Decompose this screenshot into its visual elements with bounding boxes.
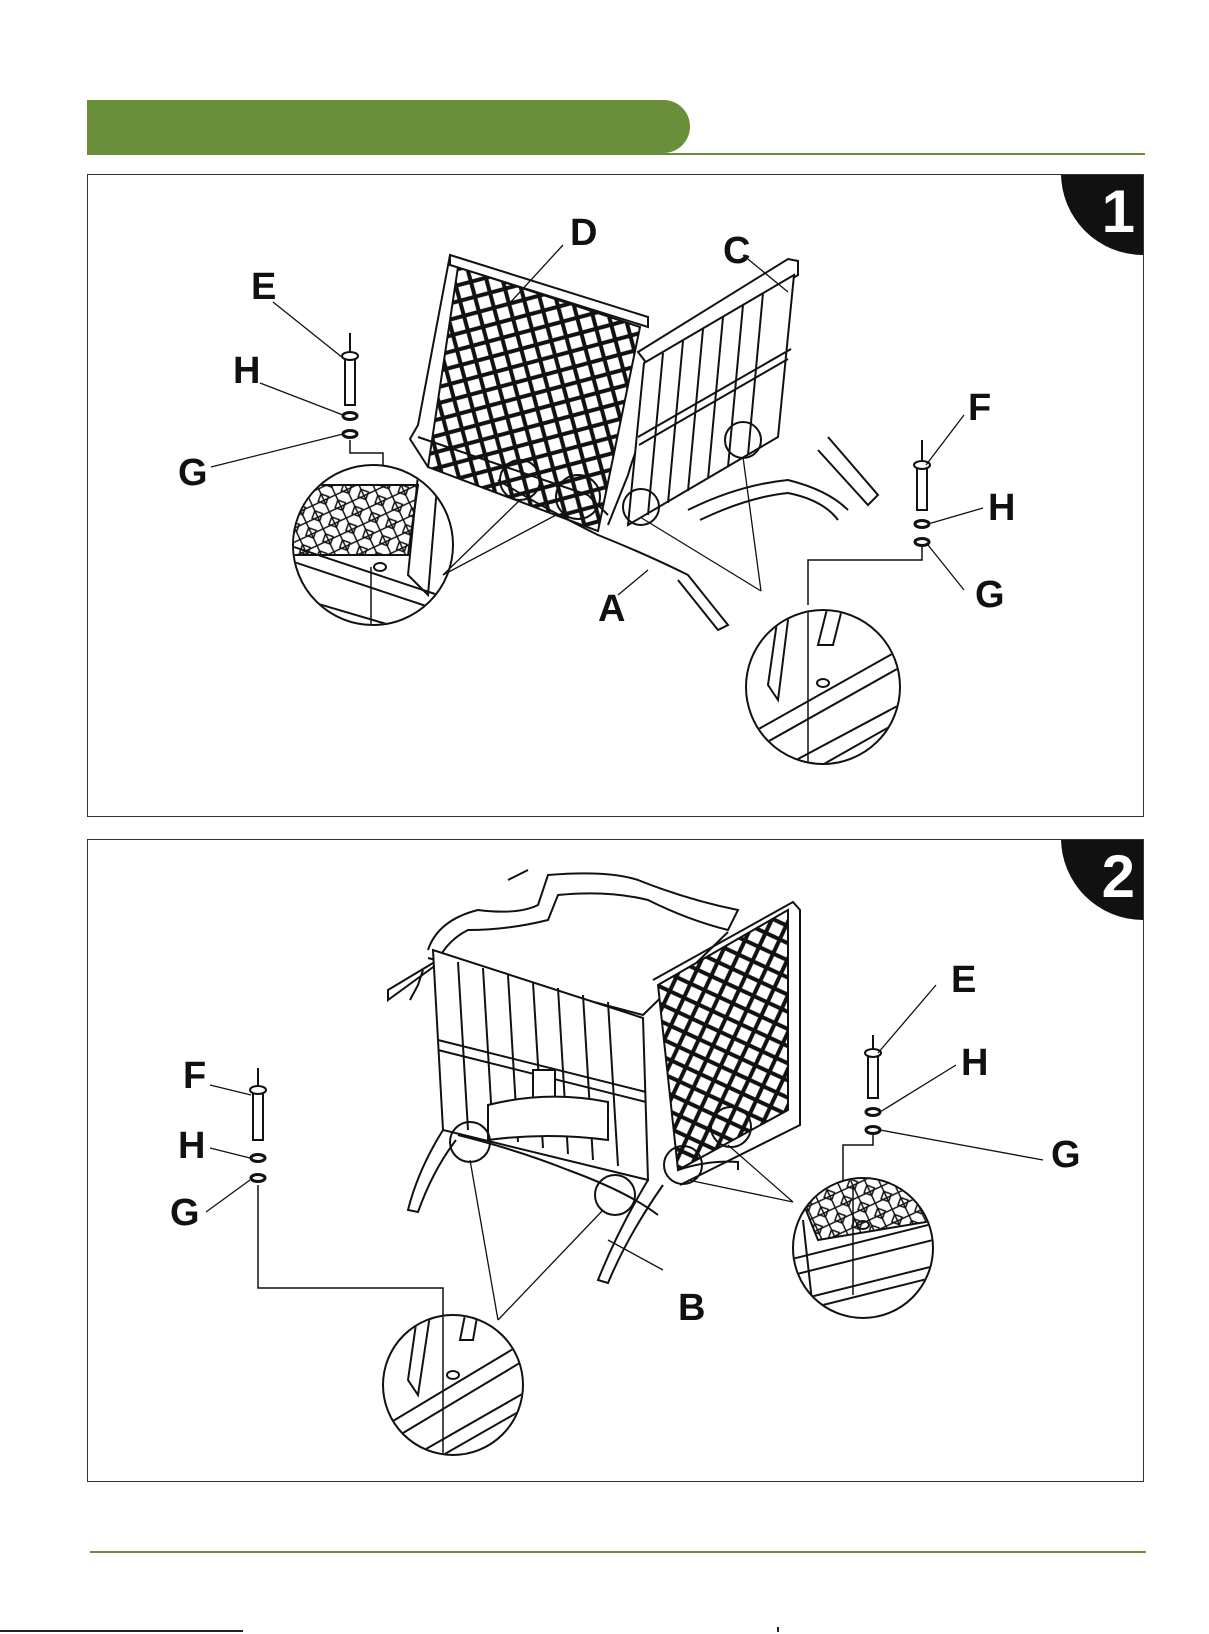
label-g-right: G: [975, 574, 1005, 616]
label-h-right: H: [988, 487, 1015, 529]
footer-rule: [90, 1551, 1146, 1553]
step-number: 1: [1102, 177, 1135, 246]
label-a: A: [598, 588, 625, 630]
step-1-panel: D C E H G F H G A 1: [87, 174, 1144, 817]
step-1-diagram: D C E H G F H G A: [88, 175, 1144, 817]
label-d: D: [570, 212, 597, 254]
label-h: H: [233, 350, 260, 392]
label-f: F: [968, 387, 991, 429]
label-b: B: [678, 1287, 705, 1329]
page-edge-line: [0, 1630, 243, 1632]
header-rule: [87, 153, 1145, 155]
step-2-diagram: E H G F H G B: [88, 840, 1144, 1482]
label-g: G: [178, 452, 208, 494]
label-e: E: [251, 266, 276, 308]
page-edge-tick: [777, 1627, 779, 1632]
label-g: G: [170, 1192, 200, 1234]
step-2-panel: E H G F H G B 2: [87, 839, 1144, 1482]
label-h: H: [178, 1125, 205, 1167]
label-c: C: [723, 230, 750, 272]
section-header-bar: [87, 100, 690, 153]
label-f: F: [183, 1055, 206, 1097]
step-number: 2: [1102, 842, 1135, 911]
label-e: E: [951, 959, 976, 1001]
label-h-right: H: [961, 1042, 988, 1084]
label-g-right: G: [1051, 1134, 1081, 1176]
